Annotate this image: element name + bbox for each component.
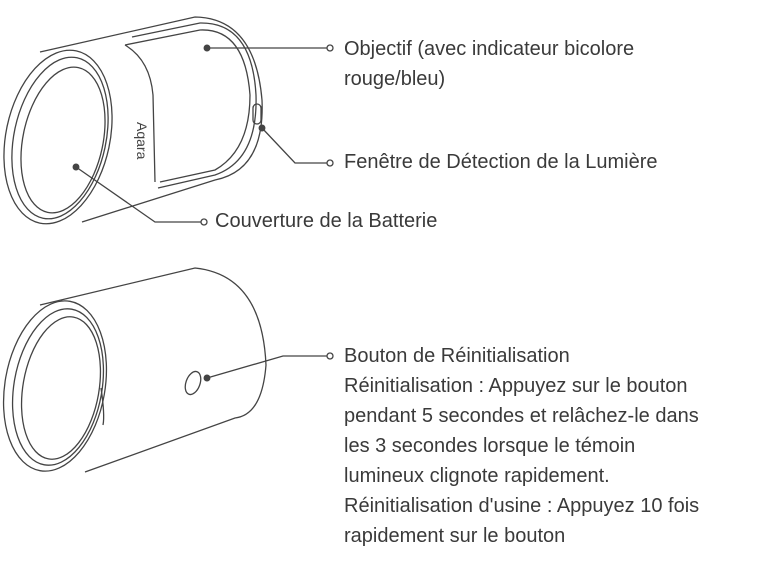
reset-label-line: Réinitialisation : Appuyez sur le bouton	[344, 375, 688, 397]
light-sensor-label: Fenêtre de Détection de la Lumière	[344, 151, 658, 173]
brand-logo: Aqara	[134, 122, 150, 160]
device-bottom-leaders	[203, 352, 334, 382]
reset-label-line: Réinitialisation d'usine : Appuyez 10 fo…	[344, 495, 700, 517]
lens-label-line: Objectif (avec indicateur bicolore	[344, 38, 635, 60]
lens-label: Objectif (avec indicateur bicolore rouge…	[344, 34, 634, 94]
device-top-leaders	[72, 44, 334, 226]
battery-cover-label: Couverture de la Batterie	[215, 210, 438, 232]
reset-label-line: rapidement sur le bouton	[344, 525, 566, 547]
device-bottom-illustration	[2, 267, 267, 473]
reset-button-hole	[184, 370, 202, 396]
lens-label-line: rouge/bleu)	[344, 68, 446, 90]
reset-label-line: pendant 5 secondes et relâchez-le dans	[344, 405, 699, 427]
device-top-illustration: Aqara	[3, 16, 263, 225]
reset-label: Bouton de Réinitialisation Réinitialisat…	[344, 341, 699, 551]
reset-label-line: lumineux clignote rapidement.	[344, 465, 610, 487]
reset-label-line: les 3 secondes lorsque le témoin	[344, 435, 636, 457]
reset-label-title: Bouton de Réinitialisation	[344, 345, 570, 367]
